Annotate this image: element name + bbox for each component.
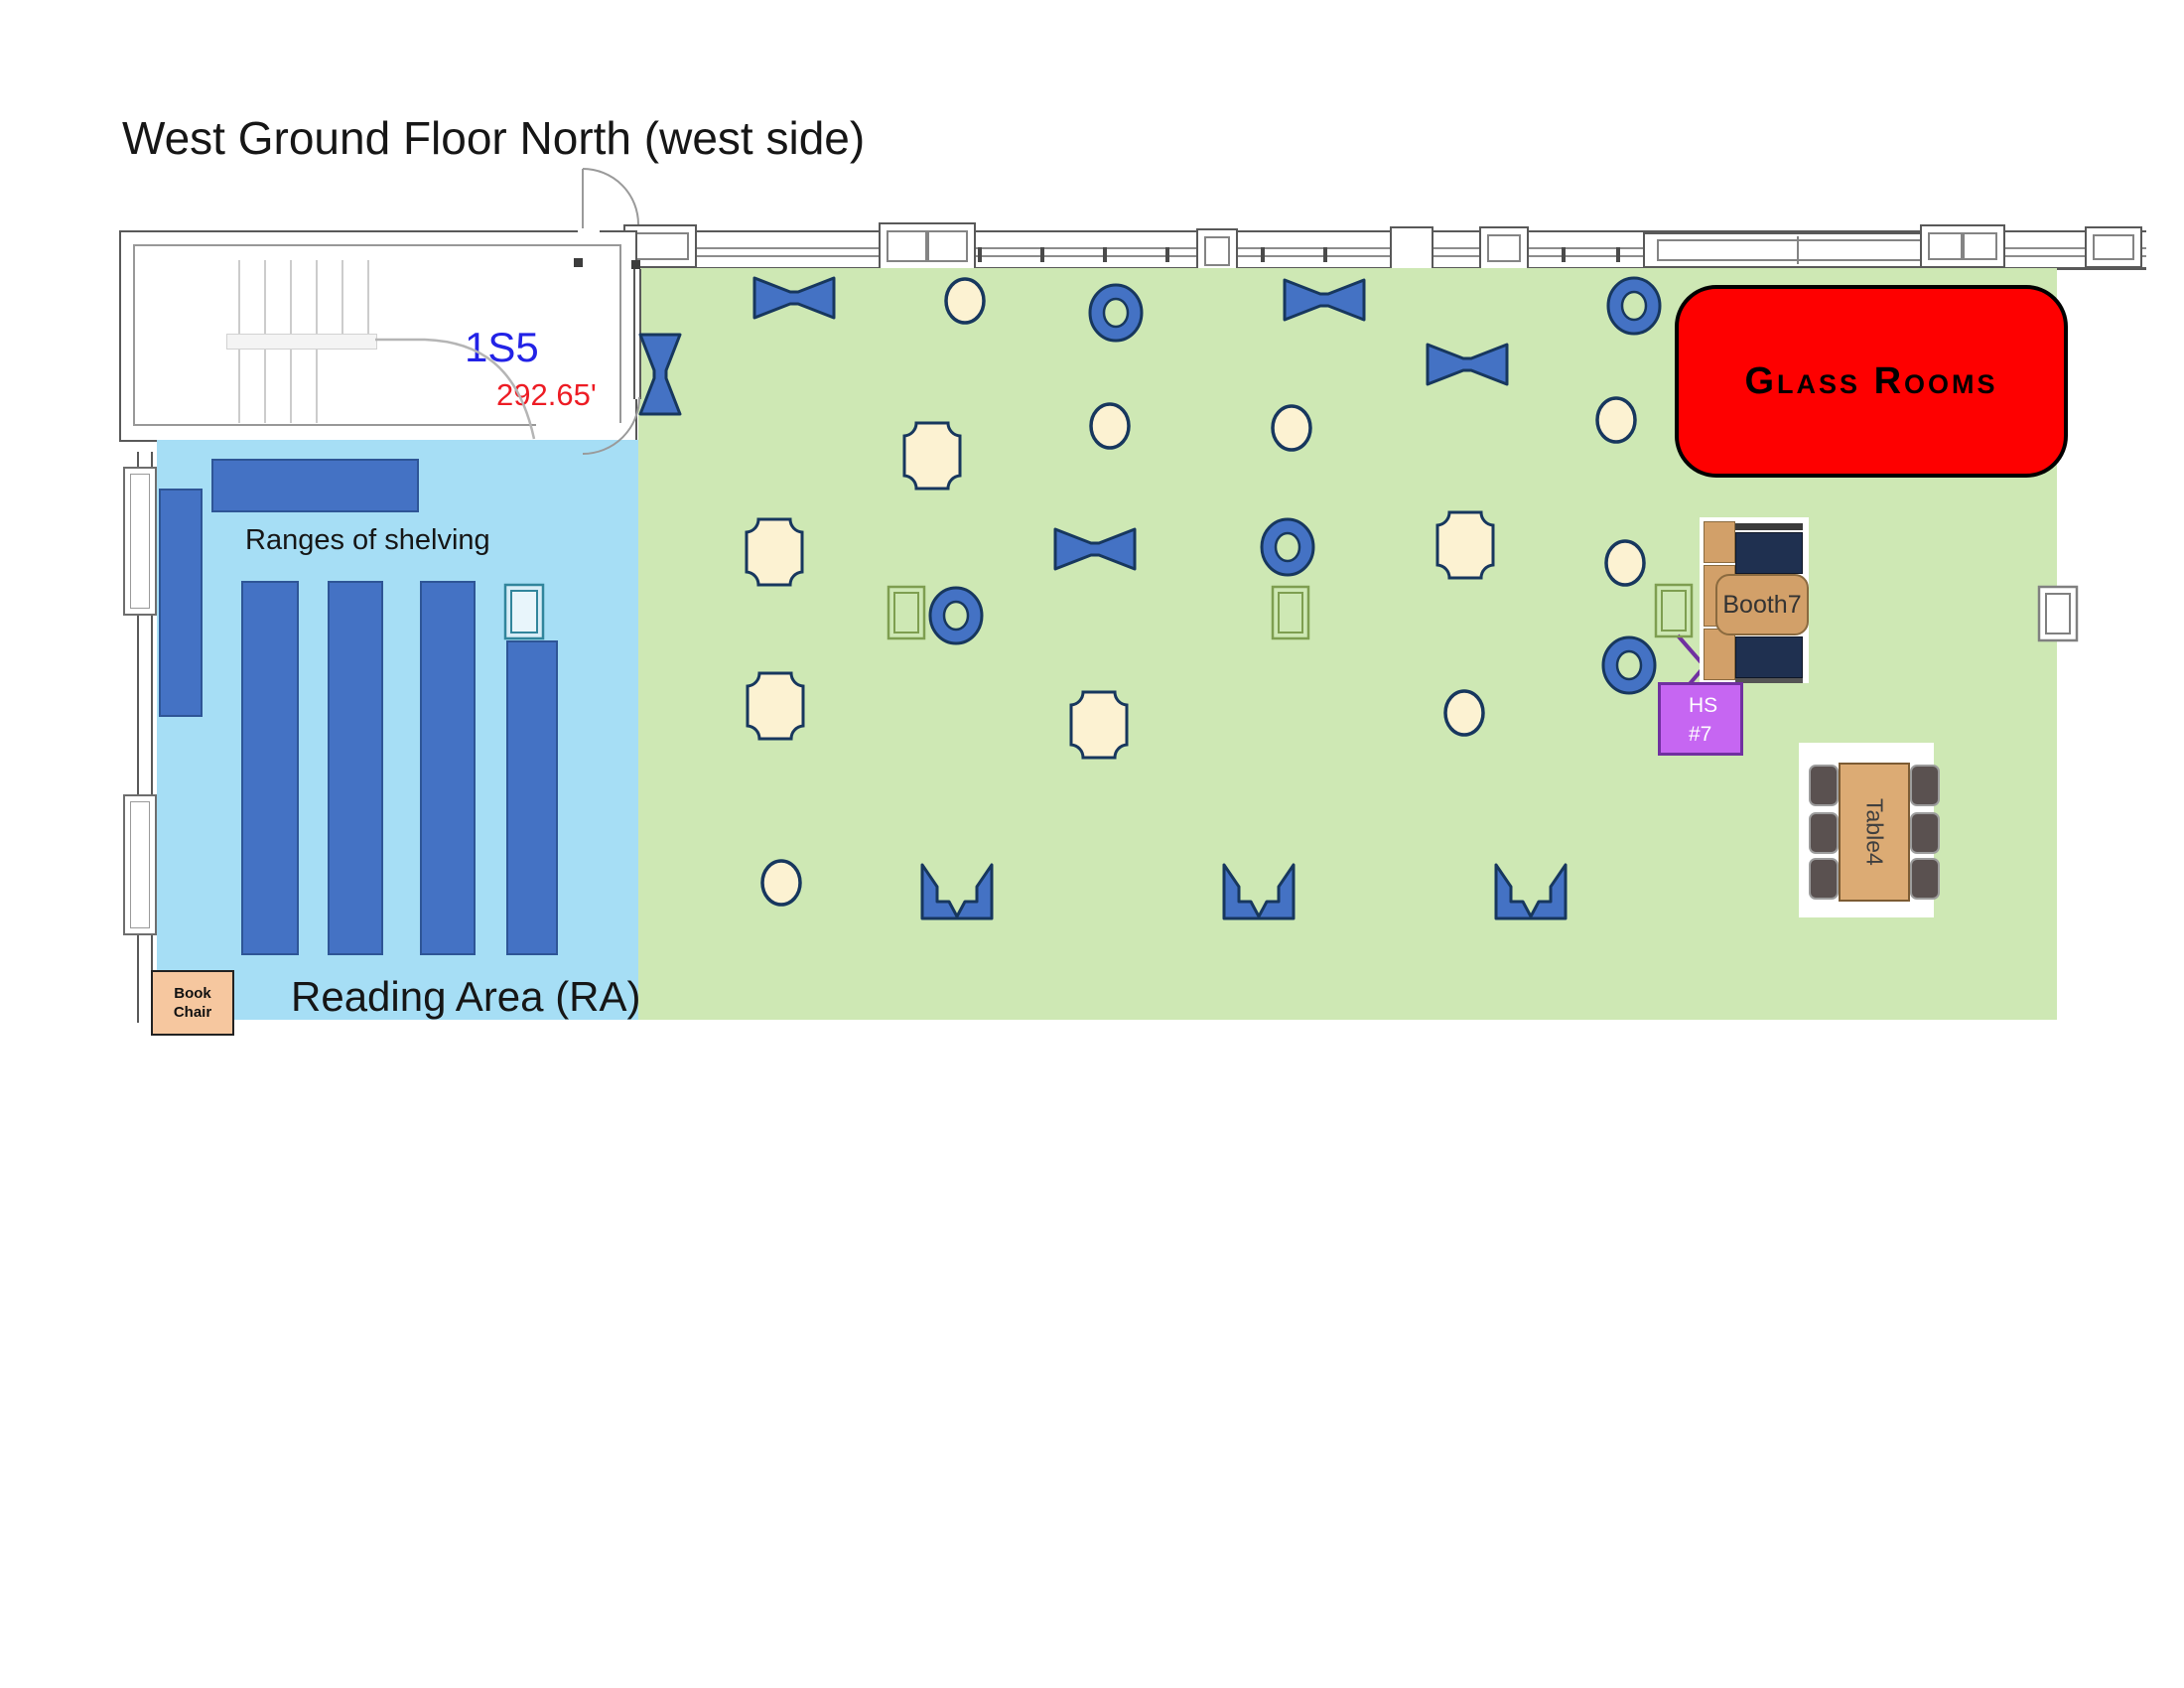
table-chair <box>1809 812 1839 854</box>
stair-tread <box>316 260 318 336</box>
window-mullion <box>1103 247 1107 262</box>
booth-edge <box>1735 678 1803 683</box>
stair-tread <box>264 260 266 336</box>
book-chair-label-line2: Chair <box>173 1004 212 1021</box>
stair-tread <box>367 260 369 336</box>
stool-symbol <box>1594 395 1638 450</box>
ring-seat-symbol <box>1259 516 1316 583</box>
stool-symbol <box>1270 403 1313 458</box>
kiosk-symbol <box>887 585 926 645</box>
table-chair <box>1910 812 1940 854</box>
glass-rooms-label: Glass Rooms <box>1744 359 1998 402</box>
kiosk-symbol <box>1654 583 1694 643</box>
booth-label: Booth7 <box>1722 590 1802 619</box>
kiosk-symbol <box>503 583 545 645</box>
lounge-chair-symbol <box>1222 857 1296 925</box>
shelving-range <box>211 459 419 512</box>
table-chair <box>1809 765 1839 806</box>
page-title: West Ground Floor North (west side) <box>122 112 866 164</box>
ring-seat-symbol <box>1087 282 1145 349</box>
reading-area-region <box>157 440 640 1020</box>
glass-rooms-region: Glass Rooms <box>1675 285 2068 478</box>
wall-window <box>1479 226 1529 270</box>
stair-tread <box>238 348 240 423</box>
hs7-box: HS #7 <box>1658 682 1743 756</box>
wall-window <box>1390 226 1433 270</box>
ring-seat-symbol <box>1605 275 1663 342</box>
table4-label: Table4 <box>1861 798 1888 866</box>
stair-tread <box>238 260 240 336</box>
stair-room-label: 1S5 <box>465 324 539 370</box>
shelving-range <box>506 640 558 955</box>
west-window <box>123 794 157 935</box>
bowtie-table-symbol <box>1426 343 1509 391</box>
kiosk-symbol <box>1271 585 1310 645</box>
stair-tread <box>264 348 266 423</box>
wall-window <box>1643 232 1951 268</box>
wall-window <box>1920 224 2005 268</box>
booth-edge <box>1735 523 1803 530</box>
window-mullion <box>1562 247 1566 262</box>
notched-table-symbol <box>1435 510 1495 585</box>
window-mullion <box>1616 247 1620 262</box>
stool-symbol <box>1603 538 1647 593</box>
bowtie-table-symbol <box>1283 278 1366 327</box>
notched-table-symbol <box>745 517 804 592</box>
window-mullion <box>1165 247 1169 262</box>
booth-seat <box>1735 636 1803 678</box>
window-mullion <box>1040 247 1044 262</box>
stool-symbol <box>943 276 987 331</box>
wall-window <box>2085 226 2142 268</box>
stool-symbol <box>1088 401 1132 456</box>
lounge-chair-symbol <box>1494 857 1568 925</box>
notched-table-symbol <box>746 671 805 746</box>
wall-window <box>1196 228 1238 274</box>
north-wall-window-line <box>594 247 2146 257</box>
hs7-label-line1: HS <box>1689 694 1718 717</box>
door-gap <box>578 227 600 236</box>
bowtie-table-symbol <box>1053 527 1137 576</box>
notched-table-symbol <box>1069 690 1129 765</box>
table-chair <box>1809 858 1839 900</box>
ring-seat-symbol <box>1600 634 1658 701</box>
notched-table-symbol <box>902 421 962 495</box>
table4-top: Table4 <box>1839 763 1910 902</box>
table-chair <box>1910 858 1940 900</box>
booth-label-card: Booth7 <box>1715 574 1809 635</box>
window-mullion <box>978 247 982 262</box>
book-chair-label-line1: Book <box>174 985 211 1002</box>
stair-tread <box>316 348 318 423</box>
hs7-label-line2: #7 <box>1689 723 1712 746</box>
west-window <box>123 467 157 616</box>
shelving-range <box>159 489 203 717</box>
window-mullion <box>1261 247 1265 262</box>
window-mullion <box>1323 247 1327 262</box>
book-chair: Book Chair <box>151 970 234 1036</box>
stair-tread <box>341 260 343 336</box>
stair-tread <box>290 260 292 336</box>
lounge-chair-symbol <box>920 857 994 925</box>
window-symbol <box>2037 585 2079 647</box>
shelving-label: Ranges of shelving <box>245 524 490 556</box>
table-chair <box>1910 765 1940 806</box>
reading-area-label: Reading Area (RA) <box>291 973 641 1020</box>
booth-bench <box>1704 629 1735 680</box>
wall-window <box>879 222 976 270</box>
shelving-range <box>420 581 476 955</box>
ring-seat-symbol <box>927 585 985 651</box>
stool-symbol <box>759 858 803 913</box>
booth-seat <box>1735 532 1803 574</box>
stair-landing <box>226 334 377 350</box>
booth-bench <box>1704 521 1735 563</box>
dimension-label: 292.65' <box>496 377 597 412</box>
bowtie-table-symbol <box>638 333 682 421</box>
shelving-range <box>328 581 383 955</box>
shelving-range <box>241 581 299 955</box>
stair-tread <box>290 348 292 423</box>
bowtie-table-symbol <box>752 276 836 325</box>
stool-symbol <box>1442 688 1486 743</box>
